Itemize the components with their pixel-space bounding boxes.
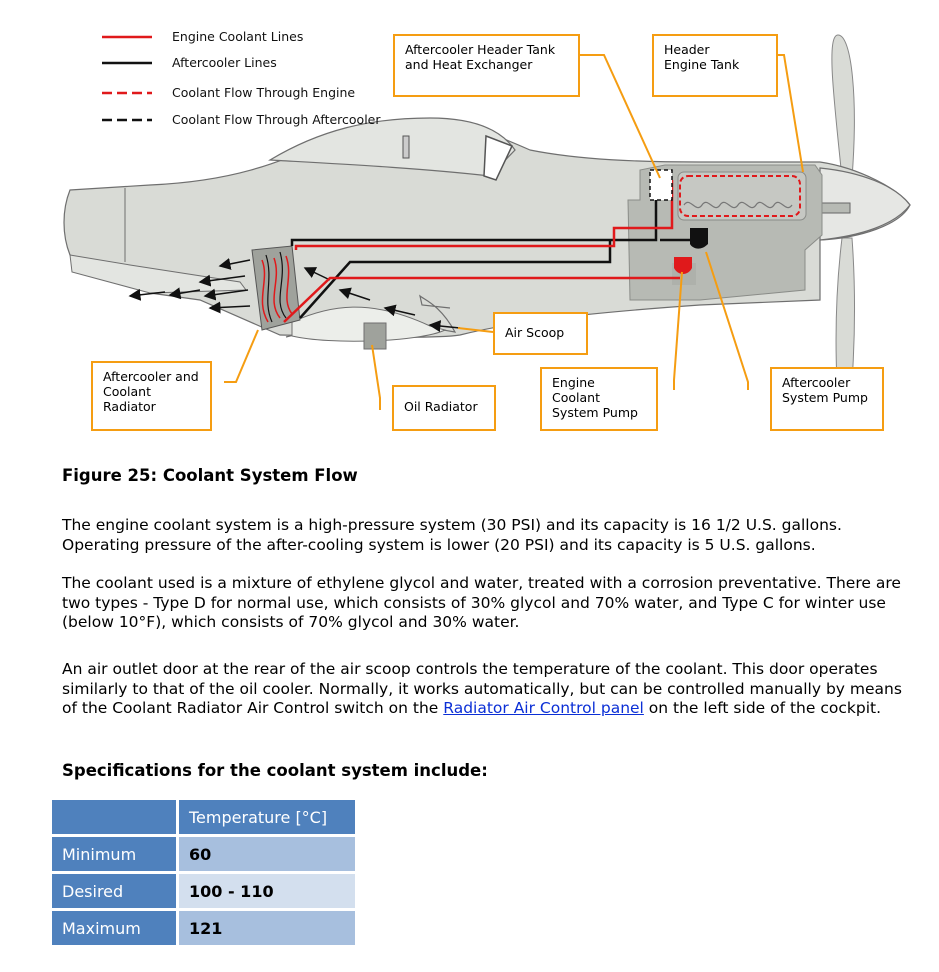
row-label-minimum: Minimum [52,837,176,871]
legend-coolant-flow-aftercooler: Coolant Flow Through Aftercooler [172,112,381,127]
paragraph-air-outlet-door: An air outlet door at the rear of the ai… [62,660,902,719]
row-label-maximum: Maximum [52,911,176,945]
row-value-maximum: 121 [179,911,355,945]
specifications-heading: Specifications for the coolant system in… [62,761,488,780]
table-row: Minimum 60 [52,837,355,871]
aftercooler-pump-shape [690,228,708,249]
table-row: Maximum 121 [52,911,355,945]
aircraft-illustration [63,34,911,426]
callout-engine-coolant-pump: Engine Coolant System Pump [540,367,658,431]
legend-swatches [102,35,152,122]
oil-radiator-shape [363,322,387,350]
table-header-row: Temperature [°C] [52,800,355,834]
table-header-empty [52,800,176,834]
radiator-air-control-panel-link[interactable]: Radiator Air Control panel [443,699,644,717]
canopy [268,117,516,177]
callout-header-engine-tank: Header Engine Tank [652,34,778,97]
callout-aftercooler-pump: Aftercooler System Pump [770,367,884,431]
callout-aftercooler-radiator: Aftercooler and Coolant Radiator [91,361,212,431]
row-value-desired: 100 - 110 [179,874,355,908]
legend-aftercooler-lines: Aftercooler Lines [172,55,277,70]
aftercooler-header-tank-shape [649,169,673,201]
airflow-arrows [128,258,461,333]
table-row: Desired 100 - 110 [52,874,355,908]
paragraph-text-end: on the left side of the cockpit. [643,699,881,717]
row-value-minimum: 60 [179,837,355,871]
spinner [819,167,911,241]
paragraph-pressure-capacity: The engine coolant system is a high-pres… [62,516,842,554]
coolant-temperature-table: Temperature [°C] Minimum 60 Desired 100 … [49,797,358,948]
engine-coolant-lines [283,180,680,323]
legend-engine-coolant-lines: Engine Coolant Lines [172,29,304,44]
callout-leaders [224,54,804,410]
callout-aftercooler-header-tank: Aftercooler Header Tank and Heat Exchang… [393,34,580,97]
header-engine-tank-shape [679,175,801,217]
callout-air-scoop: Air Scoop [493,312,588,355]
row-label-desired: Desired [52,874,176,908]
paragraph-text-start: An air outlet door at the rear of the ai… [62,660,902,717]
paragraph-coolant-mixture: The coolant used is a mixture of ethylen… [62,574,901,631]
figure-caption: Figure 25: Coolant System Flow [62,466,358,485]
engine-pump-shape [674,257,692,274]
table-header-temperature: Temperature [°C] [179,800,355,834]
coolant-system-diagram: Engine Coolant Lines Aftercooler Lines C… [0,0,939,440]
legend-coolant-flow-engine: Coolant Flow Through Engine [172,85,356,100]
callout-oil-radiator: Oil Radiator [392,385,496,431]
